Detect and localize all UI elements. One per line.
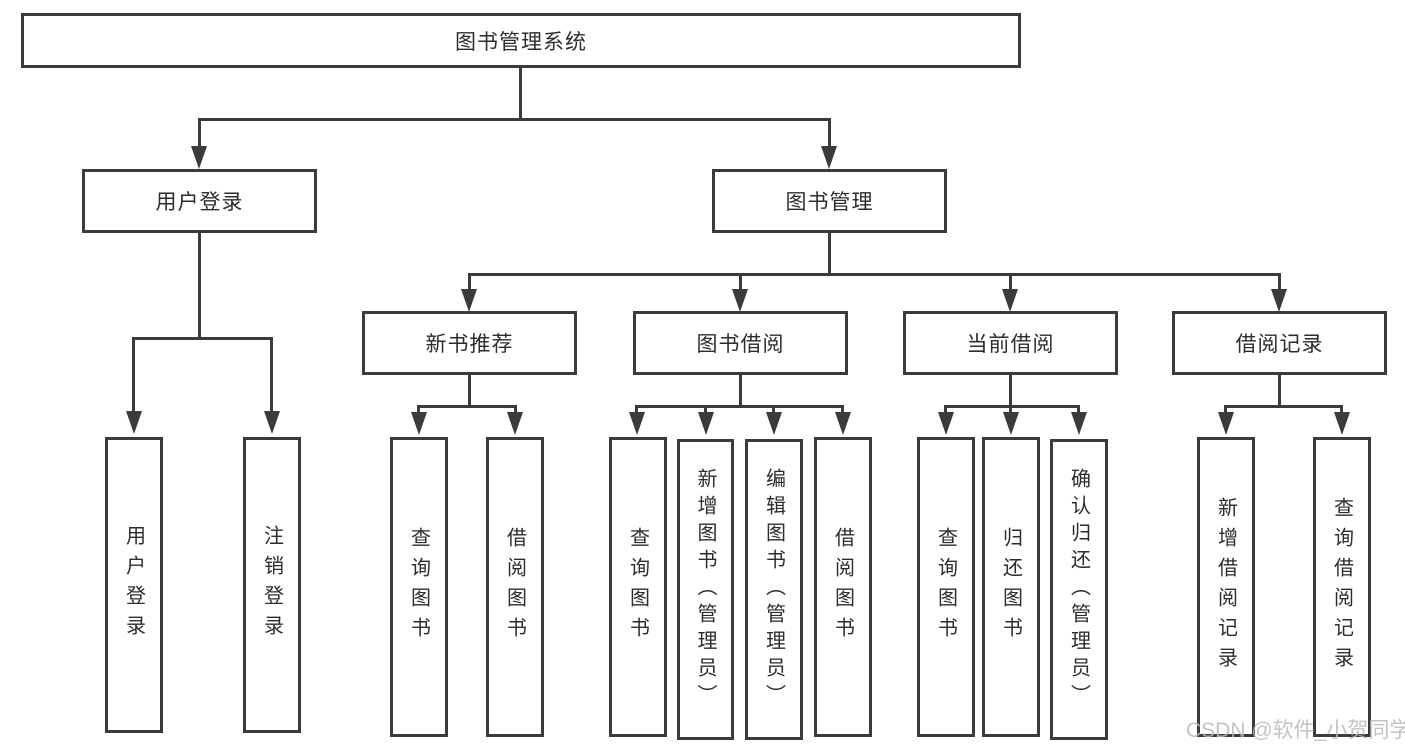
connector-line [1278,375,1281,407]
arrow-down-icon [821,146,837,169]
node-query-books-borrowing: 查询图书 [609,437,667,737]
node-label: 用户登录 [122,525,145,645]
arrow-down-icon [835,412,851,435]
node-borrowing-records: 借阅记录 [1172,311,1387,375]
connector-line [636,405,844,408]
node-logout: 注销登录 [243,437,301,733]
node-borrow-book: 借阅图书 [814,437,872,737]
node-label: 新书推荐 [425,333,514,356]
csdn-watermark: CSDN @软件_小贺同学 [1186,719,1405,742]
connector-line [418,405,517,408]
node-label: 新增借阅记录 [1214,497,1237,677]
connector-line [841,405,844,415]
arrow-down-icon [1002,289,1018,312]
arrow-down-icon [629,412,645,435]
node-current-borrowing: 当前借阅 [903,311,1118,375]
arrow-down-icon [698,412,714,435]
node-label: 图书借阅 [696,333,785,356]
connector-line [198,118,831,121]
connector-line [468,273,1281,276]
node-label: 图书管理 [785,191,874,214]
connector-line [198,118,201,150]
arrow-down-icon [126,411,142,434]
node-label: 查询图书 [407,527,430,647]
arrow-down-icon [264,411,280,434]
connector-line [1278,273,1281,291]
node-library-system-root: 图书管理系统 [21,13,1021,68]
connector-line [270,337,273,415]
connector-line [772,405,775,415]
node-query-books-current: 查询图书 [917,437,975,737]
connector-line [1009,405,1012,415]
node-borrow-books-recommend: 借阅图书 [486,437,544,737]
arrow-down-icon [1334,412,1350,435]
connector-line [944,405,947,415]
connector-line [945,405,1080,408]
arrow-down-icon [507,412,523,435]
node-label: 图书管理系统 [455,30,587,54]
node-add-borrow-record: 新增借阅记录 [1197,437,1255,737]
connector-line [704,405,707,415]
node-label: 当前借阅 [966,333,1055,356]
arrow-down-icon [938,412,954,435]
node-label: 查询借阅记录 [1330,497,1353,677]
node-edit-book-admin: 编辑图书（管理员） [745,439,803,740]
connector-line [828,118,831,150]
node-label: 借阅图书 [503,527,526,647]
node-query-books-recommend: 查询图书 [390,437,448,737]
node-label: 归还图书 [999,527,1022,647]
connector-line [198,233,201,340]
node-label: 查询图书 [934,527,957,647]
node-label: 注销登录 [260,525,283,645]
arrow-down-icon [411,412,427,435]
arrow-down-icon [1071,412,1087,435]
connector-line [739,375,742,407]
node-add-book-admin: 新增图书（管理员） [677,439,734,740]
connector-line [635,405,638,415]
node-user-login-leaf: 用户登录 [105,437,163,733]
connector-line [132,337,135,415]
arrow-down-icon [1218,412,1234,435]
node-book-management: 图书管理 [712,169,947,233]
connector-line [1009,375,1012,407]
node-user-login: 用户登录 [82,169,317,233]
connector-line [1225,405,1343,408]
node-new-book-recommend: 新书推荐 [362,311,577,375]
connector-line [739,273,742,291]
node-confirm-return-admin: 确认归还（管理员） [1050,439,1108,740]
arrow-down-icon [732,289,748,312]
arrow-down-icon [461,289,477,312]
node-label: 编辑图书（管理员） [762,468,785,711]
arrow-down-icon [1003,412,1019,435]
node-label: 新增图书（管理员） [694,468,716,711]
node-label: 借阅记录 [1235,333,1324,356]
connector-line [1009,273,1012,291]
arrow-down-icon [766,412,782,435]
connector-line [1224,405,1227,415]
connector-line [828,233,831,275]
arrow-down-icon [191,146,207,169]
connector-line [1077,405,1080,415]
node-label: 查询图书 [626,527,649,647]
connector-line [1340,405,1343,415]
node-return-book: 归还图书 [982,437,1040,737]
node-label: 确认归还（管理员） [1067,468,1090,711]
node-label: 用户登录 [155,191,244,214]
connector-line [514,405,517,415]
connector-line [468,375,471,407]
node-book-borrowing: 图书借阅 [633,311,848,375]
connector-line [468,273,471,291]
node-label: 借阅图书 [831,527,854,647]
connector-line [133,337,273,340]
node-query-borrow-record: 查询借阅记录 [1313,437,1371,737]
connector-line [417,405,420,415]
arrow-down-icon [1271,289,1287,312]
connector-line [519,68,522,120]
